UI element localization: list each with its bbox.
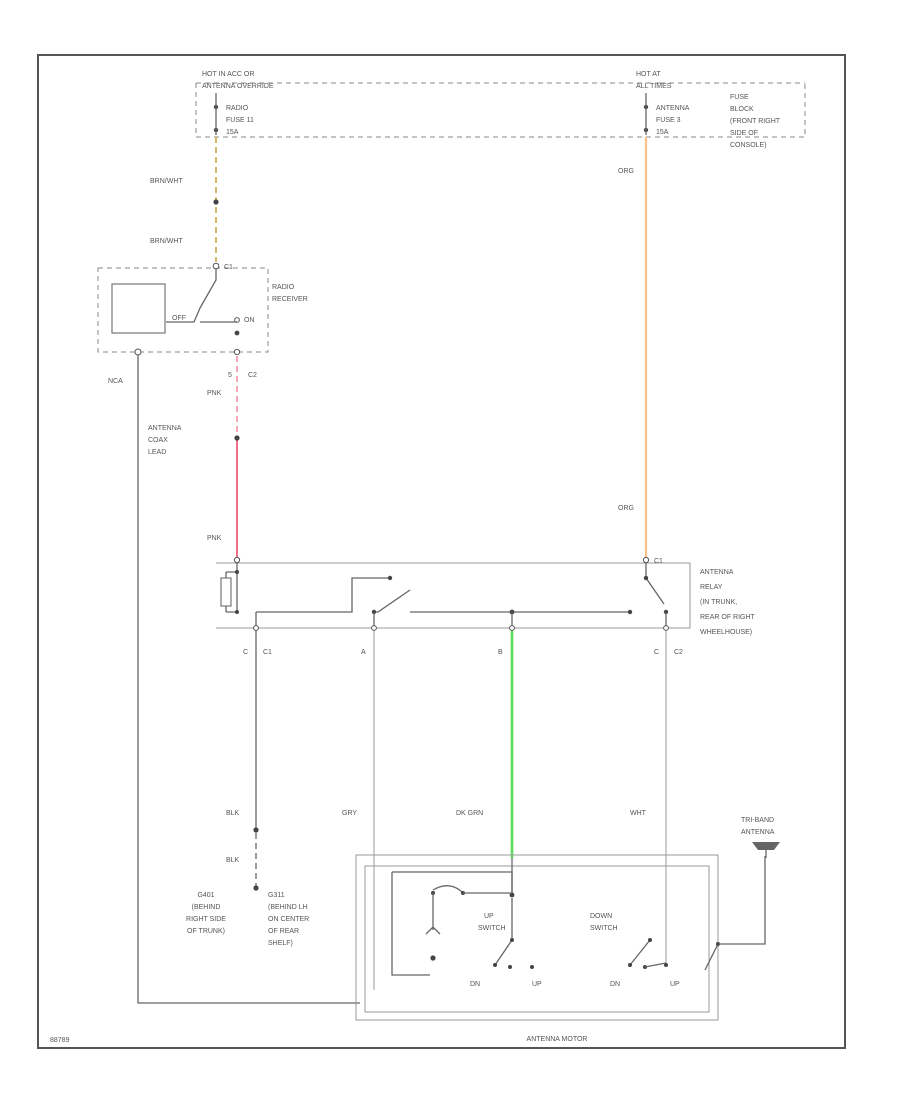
- up-switch-label-1: UP: [484, 913, 494, 920]
- org-wire: ORG ORG: [618, 137, 648, 560]
- relay-pin-c-right: C: [654, 649, 659, 656]
- wire-label-pnk-1: PNK: [207, 390, 222, 397]
- radio-connector-c1: C1: [224, 264, 233, 271]
- g311-line-4: OF REAR: [268, 928, 299, 935]
- wire-label-wht: WHT: [630, 810, 647, 817]
- footer-code: 88789: [50, 1037, 70, 1044]
- radio-on-label: ON: [244, 317, 255, 324]
- relay-label-1: ANTENNA: [700, 569, 734, 576]
- relay-label-3: (IN TRUNK,: [700, 599, 737, 606]
- gry-wire: GRY: [342, 631, 375, 990]
- brn-wht-wire: BRN/WHT BRN/WHT: [150, 137, 219, 262]
- antenna-fuse-number: FUSE 3: [656, 117, 681, 124]
- fuse-block-label-2: BLOCK: [730, 106, 754, 113]
- fuse-block-label-4: SIDE OF: [730, 130, 758, 137]
- wire-label-brn-wht-1: BRN/WHT: [150, 178, 183, 185]
- g401-line-2: (BEHIND: [192, 904, 221, 911]
- coax-label-2: COAX: [148, 437, 168, 444]
- wht-wire: WHT: [630, 631, 667, 965]
- up-switch-label-2: SWITCH: [478, 925, 506, 932]
- relay-pin-c: C: [243, 649, 248, 656]
- g401-line-4: OF TRUNK): [187, 928, 225, 935]
- fuse-block-label-1: FUSE: [730, 94, 749, 101]
- radio-pin-5: 5: [228, 372, 232, 379]
- ground-dot: [253, 885, 259, 891]
- down-switch-label-2: SWITCH: [590, 925, 618, 932]
- radio-label-1: RADIO: [272, 284, 295, 291]
- g311-line-2: (BEHIND LH: [268, 904, 308, 911]
- g401-line-1: G401: [197, 892, 214, 899]
- wire-label-dk-grn: DK GRN: [456, 810, 483, 817]
- wire-label-brn-wht-2: BRN/WHT: [150, 238, 183, 245]
- tri-band-antenna: TRI-BAND ANTENNA: [741, 817, 780, 858]
- radio-fuse-name: RADIO: [226, 105, 249, 112]
- wire-label-org-1: ORG: [618, 168, 634, 175]
- wire-label-blk-1: BLK: [226, 810, 240, 817]
- g311-line-3: ON CENTER: [268, 916, 309, 923]
- pnk-wire: PNK PNK: [207, 356, 240, 558]
- relay-label-2: RELAY: [700, 584, 723, 591]
- relay-pin-c1: C1: [263, 649, 272, 656]
- radio-hot-line-1: HOT IN ACC OR: [202, 71, 254, 78]
- radio-fuse-number: FUSE 11: [226, 117, 254, 124]
- fuse-block-label-3: (FRONT RIGHT: [730, 118, 781, 125]
- motor-dn-1: DN: [470, 981, 480, 988]
- relay-connector-c1-top: C1: [654, 558, 663, 565]
- radio-hot-line-2: ANTENNA OVERRIDE: [202, 83, 274, 90]
- antenna-fuse-rating: 15A: [656, 129, 669, 136]
- wire-label-pnk-2: PNK: [207, 535, 222, 542]
- relay-label-4: REAR OF RIGHT: [700, 614, 756, 621]
- motor-inner-box: [364, 865, 710, 1013]
- coax-label-3: LEAD: [148, 449, 166, 456]
- ground-labels: G401 (BEHIND RIGHT SIDE OF TRUNK) G311 (…: [186, 892, 309, 947]
- radio-receiver: C1 OFF ON RADIO RECEIVER NCA 5 C2: [97, 262, 308, 385]
- wire-label-gry: GRY: [342, 810, 357, 817]
- blk-connector-dot: [253, 827, 259, 833]
- radio-fuse-rating: 15A: [226, 129, 239, 136]
- fuse-block-label-5: CONSOLE): [730, 142, 767, 149]
- antenna-hot-line-1: HOT AT: [636, 71, 661, 78]
- radio-nca-label: NCA: [108, 378, 123, 385]
- antenna-icon: [752, 842, 780, 850]
- wire-label-org-2: ORG: [618, 505, 634, 512]
- relay-coil: [220, 577, 232, 607]
- motor-up-1: UP: [532, 981, 542, 988]
- motor-dn-2: DN: [610, 981, 620, 988]
- relay-label-5: WHEELHOUSE): [700, 629, 752, 636]
- dk-grn-wire: DK GRN: [456, 631, 514, 858]
- antenna-coax-lead: ANTENNA COAX LEAD: [137, 355, 360, 1004]
- antenna-motor: UP SWITCH DN UP DOWN SWITCH DN UP ANTENN…: [355, 854, 766, 1043]
- antenna-fuse-name: ANTENNA: [656, 105, 690, 112]
- fuse-block: HOT IN ACC OR ANTENNA OVERRIDE HOT AT AL…: [195, 71, 806, 149]
- antenna-hot-line-2: ALL TIMES: [636, 83, 672, 90]
- blk-ground-wire: BLK BLK: [226, 631, 259, 891]
- g311-line-1: G311: [268, 892, 285, 899]
- relay-pin-b: B: [498, 649, 503, 656]
- tri-band-label-2: ANTENNA: [741, 829, 775, 836]
- antenna-relay: C1 C C1 A B C C2 ANTENNA RELAY: [216, 556, 756, 656]
- relay-pin-c2: C2: [674, 649, 683, 656]
- g311-line-5: SHELF): [268, 940, 293, 947]
- splice-dot: [213, 199, 219, 205]
- tri-band-label-1: TRI-BAND: [741, 817, 774, 824]
- motor-outer-box: [355, 854, 719, 1021]
- radio-off-label: OFF: [172, 315, 186, 322]
- radio-unit-box: [111, 283, 166, 334]
- relay-pin-a: A: [361, 649, 366, 656]
- radio-label-2: RECEIVER: [272, 296, 308, 303]
- radio-connector-c2: C2: [248, 372, 257, 379]
- g401-line-3: RIGHT SIDE: [186, 916, 226, 923]
- motor-label: ANTENNA MOTOR: [527, 1036, 588, 1043]
- motor-up-2: UP: [670, 981, 680, 988]
- coax-label-1: ANTENNA: [148, 425, 182, 432]
- wire-label-blk-2: BLK: [226, 857, 240, 864]
- pnk-connector-dot: [234, 435, 240, 441]
- down-switch-label-1: DOWN: [590, 913, 612, 920]
- diagram-frame: [37, 54, 846, 1049]
